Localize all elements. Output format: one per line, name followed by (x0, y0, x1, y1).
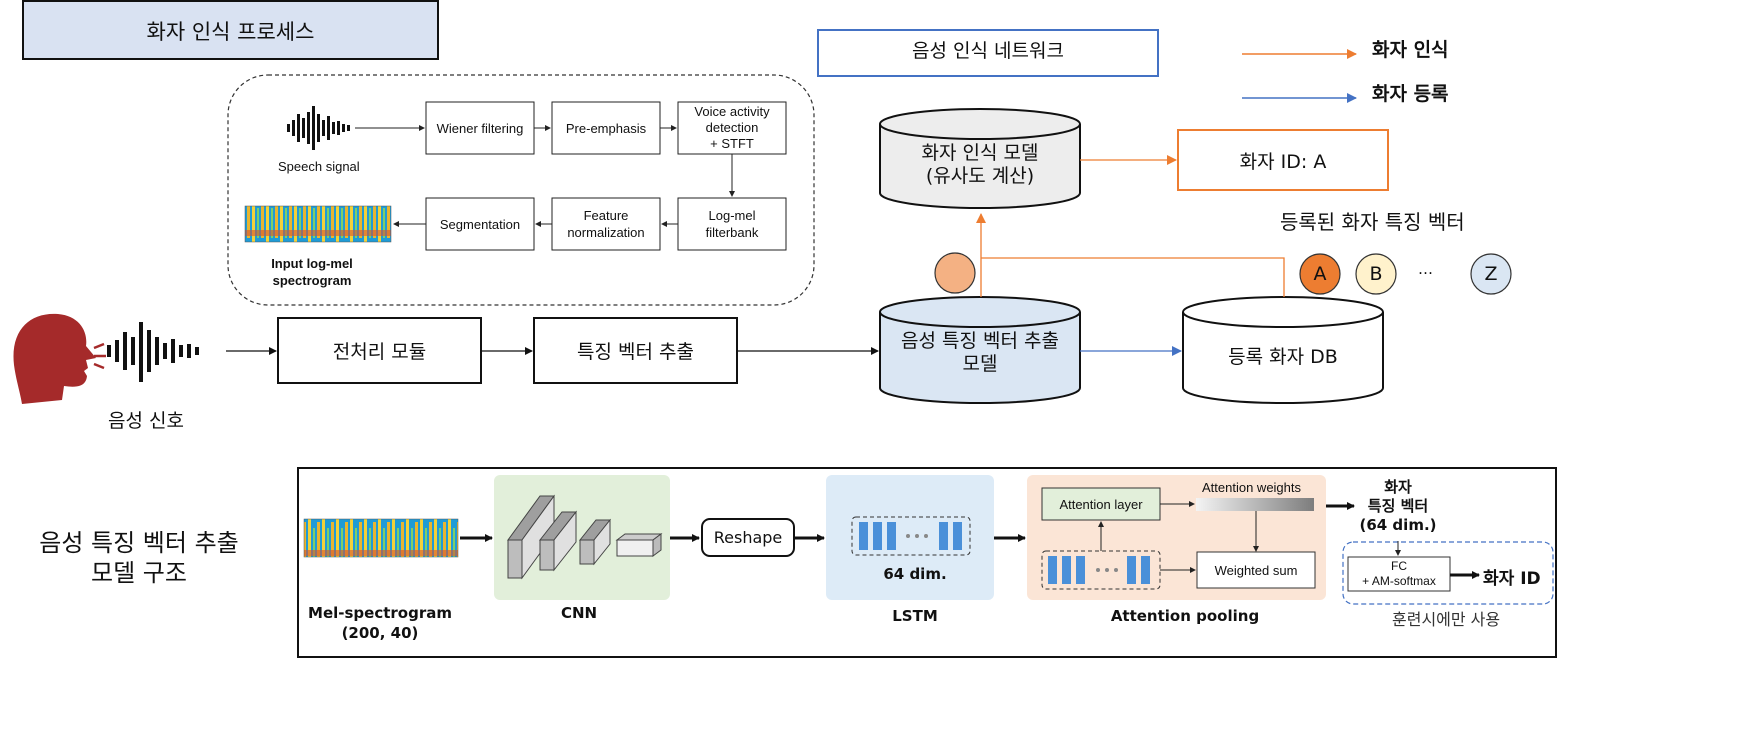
attention-weights-label: Attention weights (1202, 480, 1302, 495)
vad-box (677, 101, 787, 155)
attention-units-icon (1048, 556, 1150, 584)
legend-registration-label: 화자 등록 (1372, 83, 1449, 105)
registered-circle-z (1470, 253, 1512, 295)
result-box (1177, 129, 1389, 191)
lstm-dim-label: 64 dim. (883, 565, 947, 583)
lstm-panel (826, 475, 994, 600)
query-vector-circle (934, 252, 976, 294)
voice-waveform-icon (107, 322, 199, 382)
title-box (22, 0, 439, 60)
weighted-sum-box (1196, 551, 1316, 589)
mel-spectrogram-image (303, 518, 459, 558)
circles-ellipsis: … (1418, 260, 1433, 278)
feature-extraction-label: 특징 벡터 추출 (577, 341, 694, 363)
attention-input-group (1041, 550, 1161, 590)
extraction-model-cylinder (879, 296, 1081, 404)
attention-dots-icon (1096, 568, 1118, 572)
circle-z-label: Z (1484, 263, 1498, 285)
voice-signal-label: 음성 신호 (108, 410, 184, 432)
mel-spectrogram-label: Mel-spectrogram(200, 40) (308, 604, 452, 642)
registered-circle-b (1355, 253, 1397, 295)
network-box (817, 29, 1159, 77)
attention-weights-bar (1196, 498, 1314, 511)
segmentation-box (425, 197, 535, 251)
fc-box (1347, 556, 1451, 592)
speaker-db-label: 등록 화자 DB (1228, 346, 1338, 368)
recognition-model-cylinder (879, 108, 1081, 209)
featnorm-box (551, 197, 661, 251)
wiener-box (425, 101, 535, 155)
speech-waveform-icon (287, 106, 350, 150)
preprocessing-module-label: 전처리 모듈 (332, 341, 427, 363)
registered-vectors-label: 등록된 화자 특징 벡터 (1280, 210, 1465, 234)
wiener-label: Wiener filtering (436, 120, 524, 136)
preemphasis-box (551, 101, 661, 155)
legend-recognition-label: 화자 인식 (1372, 39, 1449, 61)
preemphasis-label: Pre-emphasis (565, 120, 647, 136)
page-title: 화자 인식 프로세스 (146, 20, 315, 44)
train-only-group (1342, 541, 1554, 605)
preprocessing-module-box (277, 317, 482, 384)
speech-signal-label: Speech signal (278, 159, 360, 174)
segmentation-label: Segmentation (439, 216, 521, 232)
registered-circle-a (1299, 253, 1341, 295)
result-label: 화자 ID: A (1239, 150, 1327, 173)
attention-layer-label: Attention layer (1059, 496, 1143, 512)
logmel-box (677, 197, 787, 251)
recognition-model-label: 화자 인식 모델(유사도 계산) (921, 142, 1039, 187)
circle-a-label: A (1313, 263, 1327, 285)
lstm-label: LSTM (892, 607, 938, 625)
attention-pooling-label: Attention pooling (1110, 607, 1260, 625)
cnn-layers-icon (507, 494, 663, 580)
speech-lines-icon (93, 342, 106, 370)
lstm-dots-icon (906, 534, 928, 538)
lstm-vector-group (851, 516, 971, 556)
db-to-recognition-line (981, 257, 1285, 297)
cnn-label: CNN (560, 604, 598, 622)
lstm-units-icon (859, 522, 962, 550)
speaker-head-icon (13, 313, 96, 404)
speaker-db-cylinder (1182, 296, 1384, 404)
preprocessing-detail-box (227, 74, 815, 306)
speaker-id-output-label: 화자 ID (1483, 569, 1541, 589)
fc-label: FC+ AM-softmax (1362, 559, 1436, 588)
feature-extraction-box (533, 317, 738, 384)
train-only-label: 훈련시에만 사용 (1392, 610, 1501, 629)
input-spectrogram-image (244, 205, 392, 243)
circle-b-label: B (1369, 263, 1383, 285)
network-label: 음성 인식 네트워크 (912, 40, 1064, 62)
weighted-sum-label: Weighted sum (1214, 562, 1298, 578)
reshape-label: Reshape (713, 528, 783, 547)
